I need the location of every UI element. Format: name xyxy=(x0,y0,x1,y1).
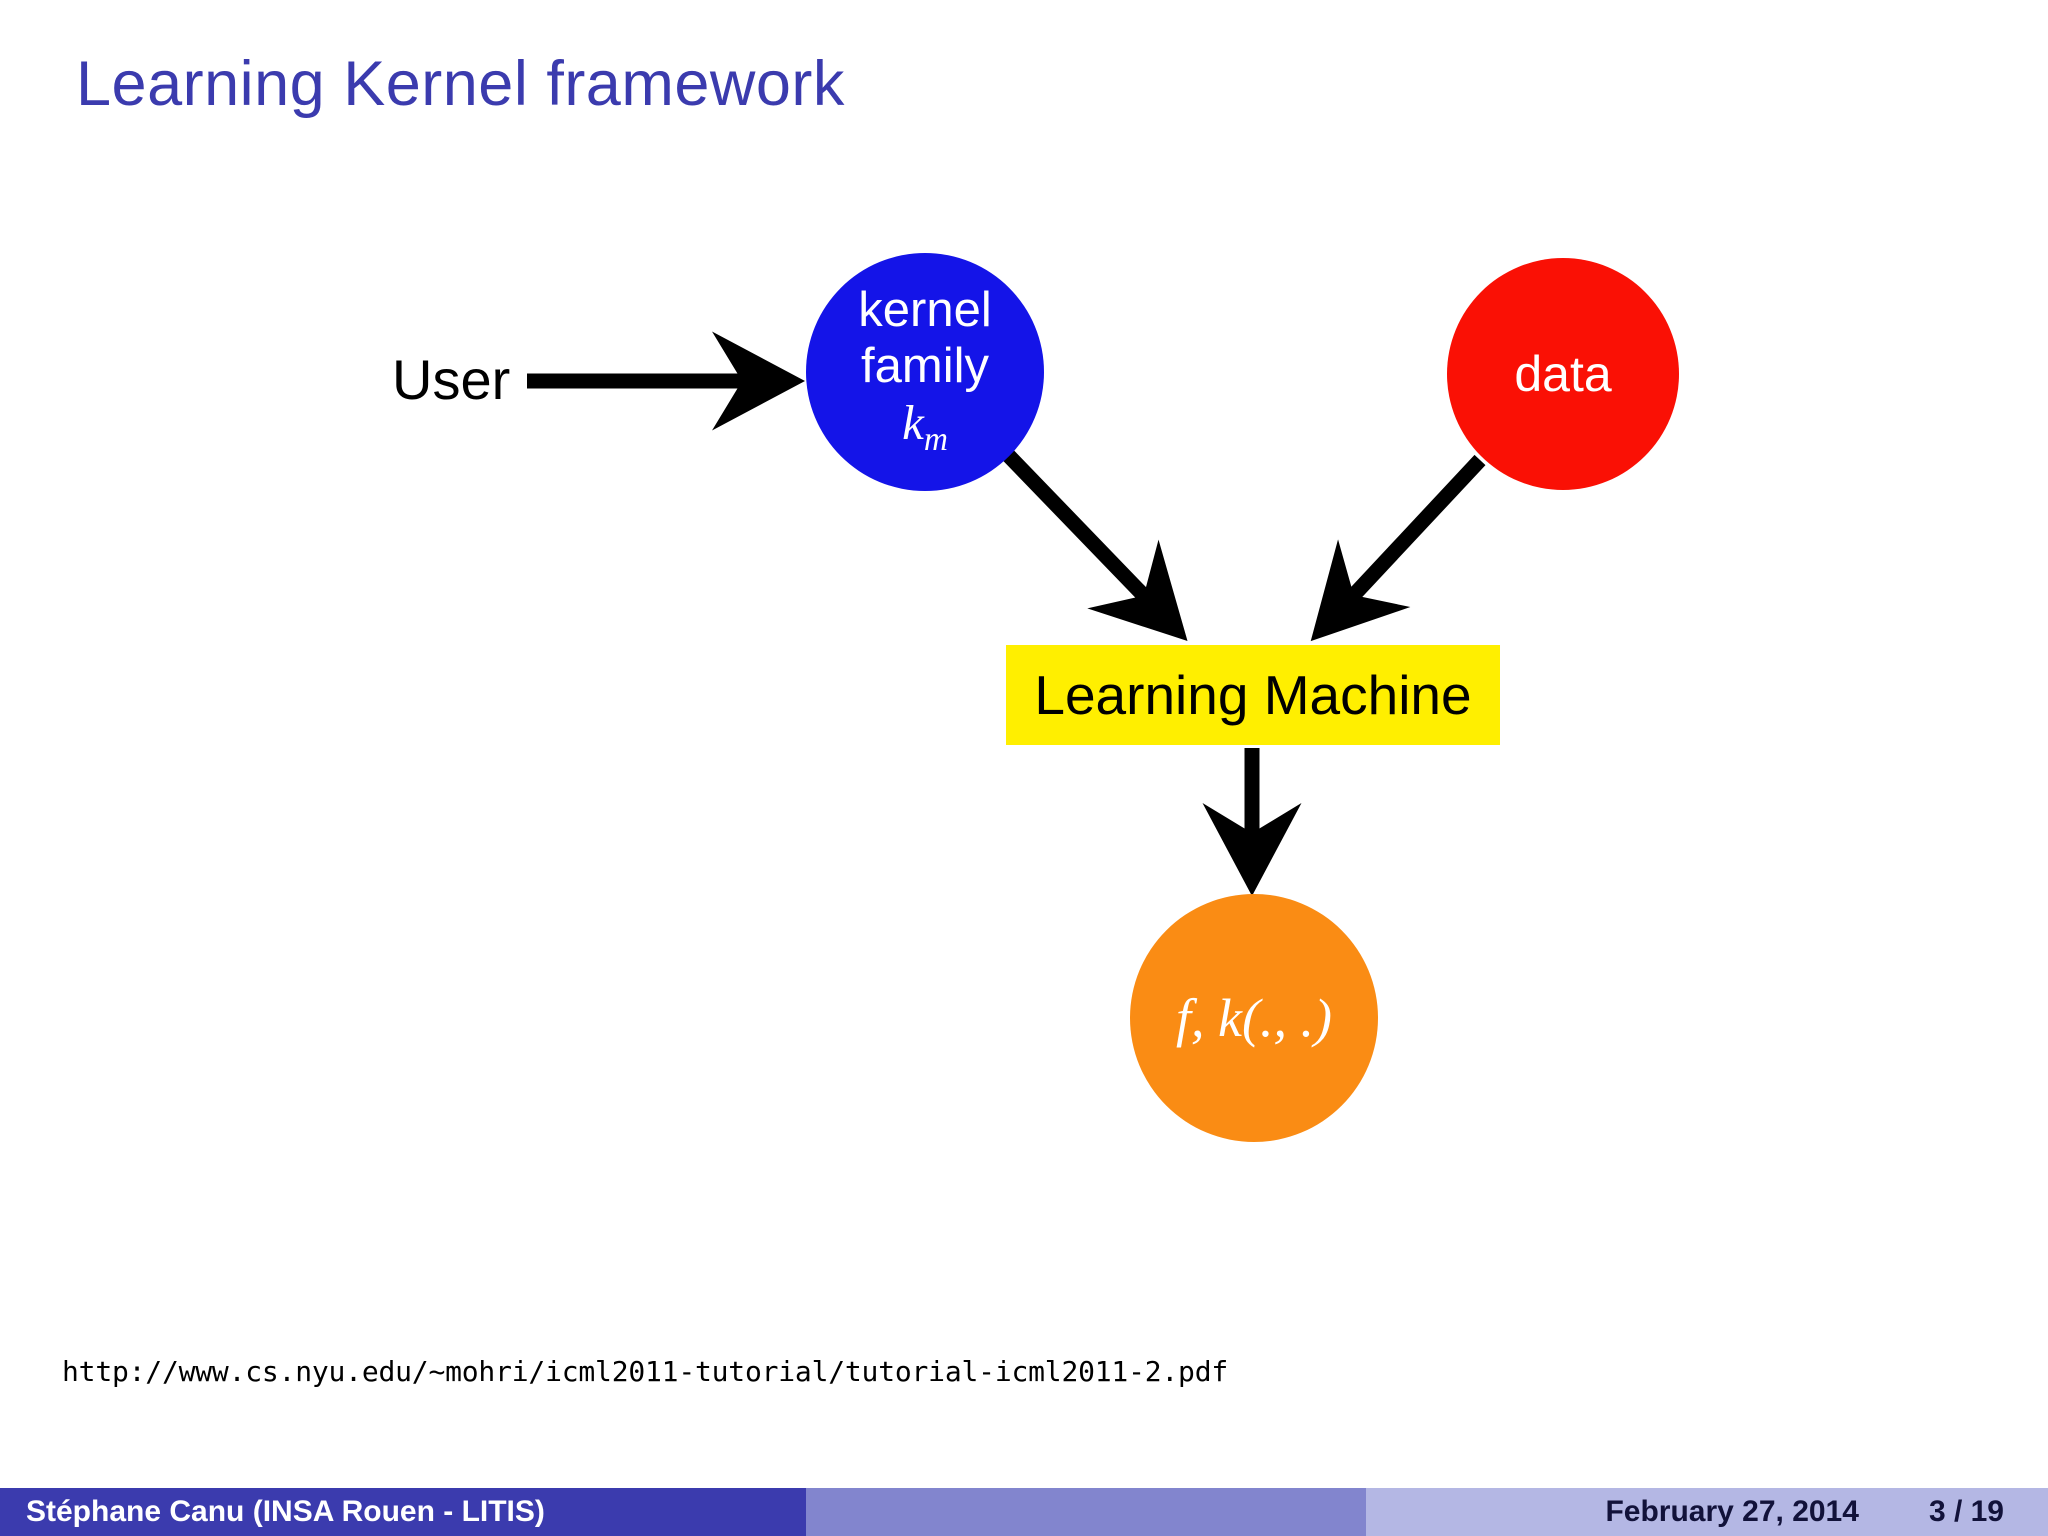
footer-author-text: Stéphane Canu (INSA Rouen - LITIS) xyxy=(26,1495,545,1528)
node-kernel-family-line1: kernel xyxy=(858,283,992,338)
footer-middle-segment xyxy=(806,1488,1366,1536)
kernel-framework-diagram: User kernel family km data Learning Mach… xyxy=(392,253,1679,1142)
node-user-label: User xyxy=(392,348,511,411)
node-data: data xyxy=(1447,258,1679,490)
node-kernel-family-math-base: k xyxy=(902,394,924,450)
footer-page-number: 3 / 19 xyxy=(1928,1495,2004,1528)
node-kernel-family-math: km xyxy=(902,395,948,459)
node-data-label: data xyxy=(1514,346,1612,402)
reference-url: http://www.cs.nyu.edu/~mohri/icml2011-tu… xyxy=(62,1355,1229,1388)
footer-bar: Stéphane Canu (INSA Rouen - LITIS) Febru… xyxy=(0,1488,2048,1536)
node-output: f, k(., .) xyxy=(1130,894,1378,1142)
footer-right-segment: February 27, 2014 3 / 19 xyxy=(1366,1488,2048,1536)
diagram-edges-layer xyxy=(527,331,1486,897)
edge-kernel-family-to-learning-machine xyxy=(1002,449,1188,641)
node-learning-machine-label: Learning Machine xyxy=(1034,664,1472,726)
node-kernel-family: kernel family km xyxy=(806,253,1044,491)
edge-data-to-learning-machine xyxy=(1310,454,1486,642)
node-output-label: f, k(., .) xyxy=(1176,988,1332,1048)
page-title: Learning Kernel framework xyxy=(76,49,845,119)
footer-date-text: February 27, 2014 xyxy=(1605,1495,1859,1528)
footer-author-segment: Stéphane Canu (INSA Rouen - LITIS) xyxy=(0,1488,806,1536)
node-learning-machine: Learning Machine xyxy=(1006,645,1500,745)
node-kernel-family-math-subscript: m xyxy=(923,420,948,458)
node-kernel-family-line2: family xyxy=(861,339,989,394)
